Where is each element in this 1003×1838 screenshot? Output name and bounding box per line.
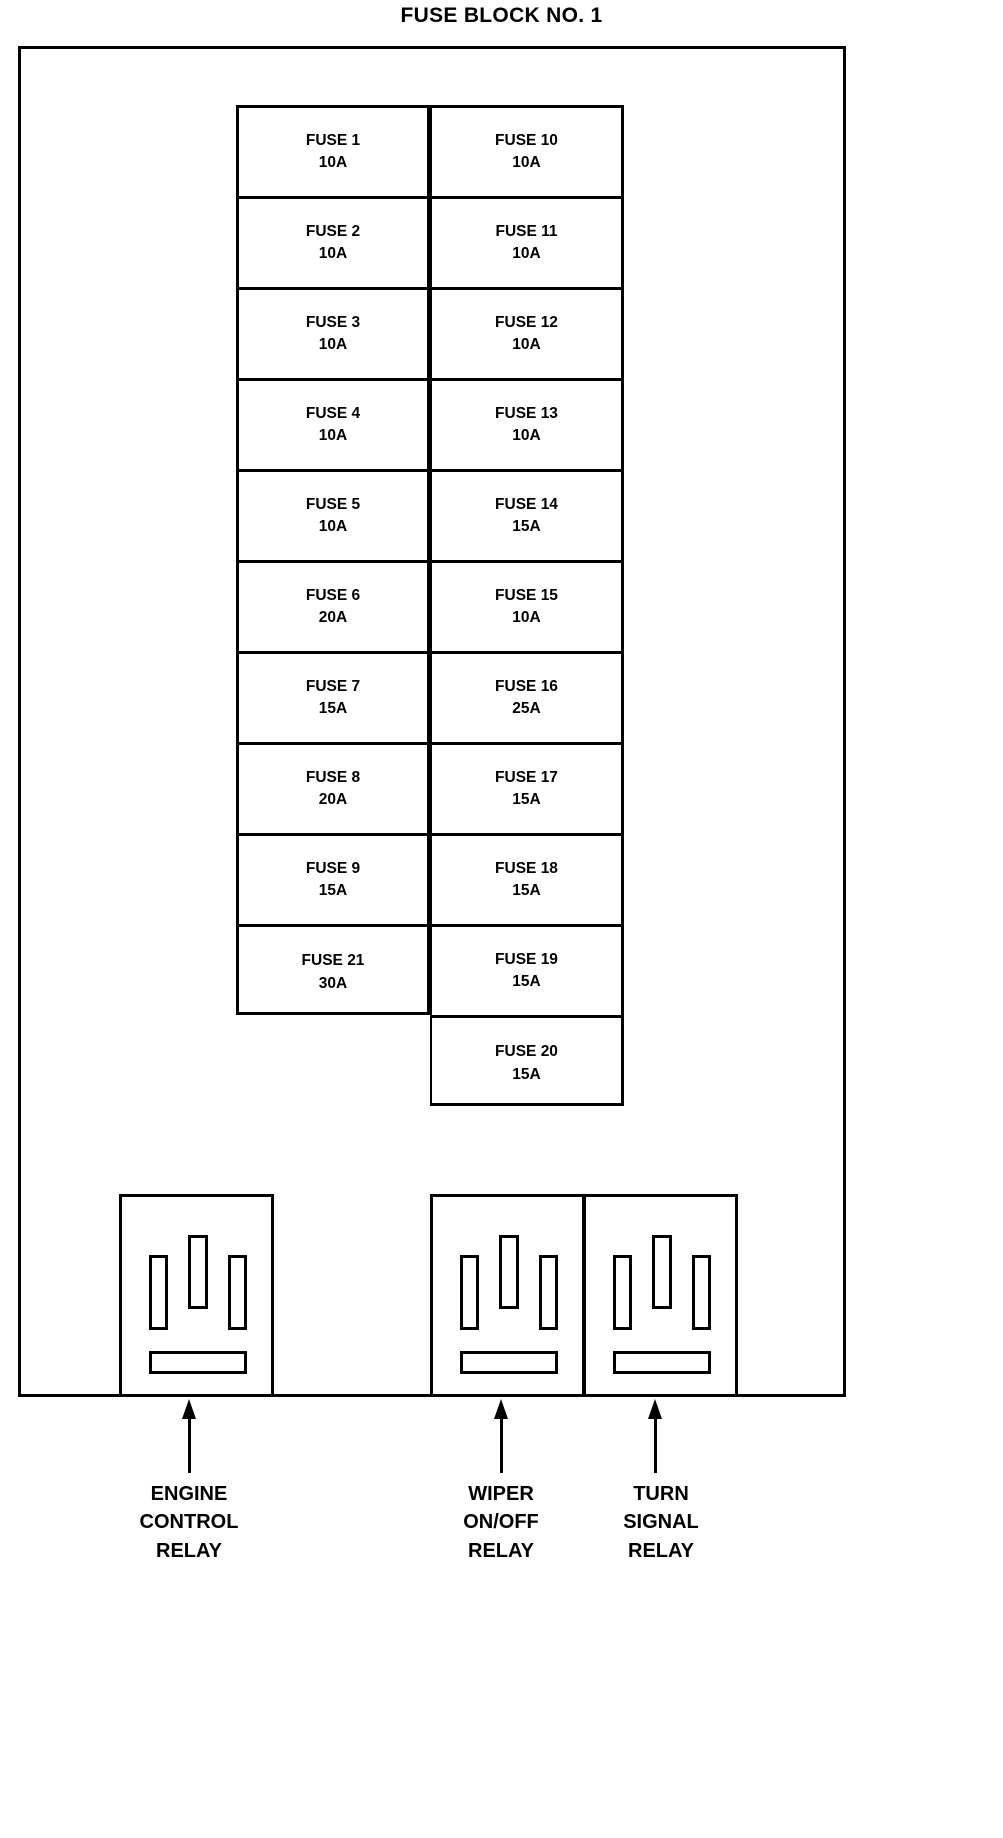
relay-terminal-slot-right (692, 1255, 711, 1330)
fuse-rating: 10A (318, 427, 348, 444)
relay-terminal-slot-right (228, 1255, 247, 1330)
fuse-rating: 10A (512, 154, 541, 171)
relay-label-line: RELAY (628, 1539, 694, 1562)
fuse-rating: 15A (318, 882, 348, 899)
relay-label-line: ON/OFF (463, 1511, 539, 1534)
relay-socket-turn-signal[interactable] (583, 1194, 738, 1397)
fuse-label: FUSE 21 (301, 952, 365, 970)
fuse-label: FUSE 12 (495, 313, 558, 331)
relay-label-line: RELAY (156, 1539, 222, 1562)
relay-label-line: WIPER (468, 1483, 534, 1505)
fuse-rating: 25A (512, 700, 541, 717)
fuse-rating: 20A (318, 791, 348, 808)
fuse-rating: 15A (512, 1065, 541, 1083)
relay-socket-wiper-on-off[interactable] (430, 1194, 585, 1397)
relay-terminal-slot-center (188, 1235, 208, 1309)
relay-terminal-slot-bottom (613, 1351, 711, 1374)
fuse-rating: 10A (318, 245, 348, 262)
relay-terminal-slot-bottom (460, 1351, 558, 1374)
relay-label-line: CONTROL (139, 1511, 239, 1534)
relay-socket-engine-control[interactable] (119, 1194, 274, 1397)
fuse-cell[interactable]: FUSE 15 10A (432, 563, 621, 654)
relay-label-turn-signal: TURN SIGNAL RELAY (551, 1480, 771, 1565)
fuse-rating: 15A (512, 518, 541, 535)
fuse-cell[interactable]: FUSE 20 15A (432, 1018, 621, 1109)
fuse-cell[interactable]: FUSE 1 10A (239, 108, 427, 199)
fuse-label: FUSE 8 (305, 768, 361, 786)
fuse-rating: 10A (318, 336, 348, 353)
fuse-cell[interactable]: FUSE 2 10A (239, 199, 427, 290)
fuse-rating: 15A (512, 973, 541, 990)
page-title: FUSE BLOCK NO. 1 (400, 4, 603, 27)
fuse-label: FUSE 7 (305, 677, 361, 695)
fuse-label: FUSE 11 (495, 222, 558, 240)
fuse-cell[interactable]: FUSE 17 15A (432, 745, 621, 836)
fuse-label: FUSE 20 (495, 1043, 558, 1061)
fuse-label: FUSE 14 (495, 495, 558, 513)
fuse-cell[interactable]: FUSE 16 25A (432, 654, 621, 745)
fuse-cell[interactable]: FUSE 14 15A (432, 472, 621, 563)
fuse-rating: 15A (512, 791, 541, 808)
relay-label-line: ENGINE (150, 1483, 228, 1505)
fuse-label: FUSE 16 (495, 677, 558, 695)
relay-terminal-slot-left (460, 1255, 479, 1330)
fuse-cell[interactable]: FUSE 4 10A (239, 381, 427, 472)
callout-arrow-up-icon (182, 1399, 196, 1473)
fuse-cell[interactable]: FUSE 3 10A (239, 290, 427, 381)
fuse-cell[interactable]: FUSE 21 30A (239, 927, 427, 1018)
fuse-cell[interactable]: FUSE 11 10A (432, 199, 621, 290)
relay-terminal-slot-center (652, 1235, 672, 1309)
fuse-cell[interactable]: FUSE 6 20A (239, 563, 427, 654)
fuse-label: FUSE 6 (305, 586, 361, 604)
relay-terminal-slot-left (149, 1255, 168, 1330)
fuse-label: FUSE 4 (305, 404, 361, 422)
fuse-rating: 10A (512, 427, 541, 444)
relay-terminal-slot-center (499, 1235, 519, 1309)
callout-arrow-up-icon (494, 1399, 508, 1473)
fuse-rating: 15A (318, 700, 348, 717)
fuse-rating: 10A (512, 336, 541, 353)
callout-arrow-up-icon (648, 1399, 662, 1473)
fuse-cell[interactable]: FUSE 5 10A (239, 472, 427, 563)
fuse-cell[interactable]: FUSE 19 15A (432, 927, 621, 1018)
fuse-label: FUSE 19 (495, 950, 558, 968)
fuse-rating: 10A (512, 245, 541, 262)
fuse-cell[interactable]: FUSE 8 20A (239, 745, 427, 836)
fuse-rating: 10A (318, 518, 348, 535)
fuse-label: FUSE 3 (305, 313, 361, 331)
fuse-label: FUSE 18 (495, 859, 558, 877)
fuse-label: FUSE 17 (495, 768, 558, 786)
fuse-rating: 15A (512, 882, 541, 899)
fuse-label: FUSE 13 (495, 404, 558, 422)
fuse-label: FUSE 1 (305, 131, 361, 149)
relay-label-wiper-on-off: WIPER ON/OFF RELAY (391, 1480, 611, 1565)
fuse-rating: 20A (318, 609, 348, 626)
relay-terminal-slot-left (613, 1255, 632, 1330)
fuse-cell[interactable]: FUSE 9 15A (239, 836, 427, 927)
fuse-rating: 10A (318, 154, 348, 171)
fuse-label: FUSE 2 (305, 222, 361, 240)
fuse-cell[interactable]: FUSE 7 15A (239, 654, 427, 745)
fuse-cell[interactable]: FUSE 18 15A (432, 836, 621, 927)
fuse-cell[interactable]: FUSE 13 10A (432, 381, 621, 472)
relay-label-line: RELAY (468, 1539, 534, 1562)
fuse-label: FUSE 10 (495, 131, 558, 149)
fuse-rating: 30A (318, 974, 348, 992)
fuse-cell[interactable]: FUSE 10 10A (432, 108, 621, 199)
fuse-cell[interactable]: FUSE 12 10A (432, 290, 621, 381)
fuse-label: FUSE 9 (305, 859, 361, 877)
fuse-column-right: FUSE 10 10A FUSE 11 10A FUSE 12 10A FUSE 13 10A… (430, 105, 624, 1106)
relay-label-engine-control: ENGINE CONTROL RELAY (79, 1480, 299, 1565)
relay-label-line: TURN (633, 1483, 689, 1505)
fuse-label: FUSE 15 (495, 586, 558, 604)
relay-row (119, 1194, 741, 1397)
relay-label-line: SIGNAL (623, 1511, 699, 1534)
relay-terminal-slot-bottom (149, 1351, 247, 1374)
relay-terminal-slot-right (539, 1255, 558, 1330)
fuse-rating: 10A (512, 609, 541, 626)
fuse-label: FUSE 5 (305, 495, 361, 513)
